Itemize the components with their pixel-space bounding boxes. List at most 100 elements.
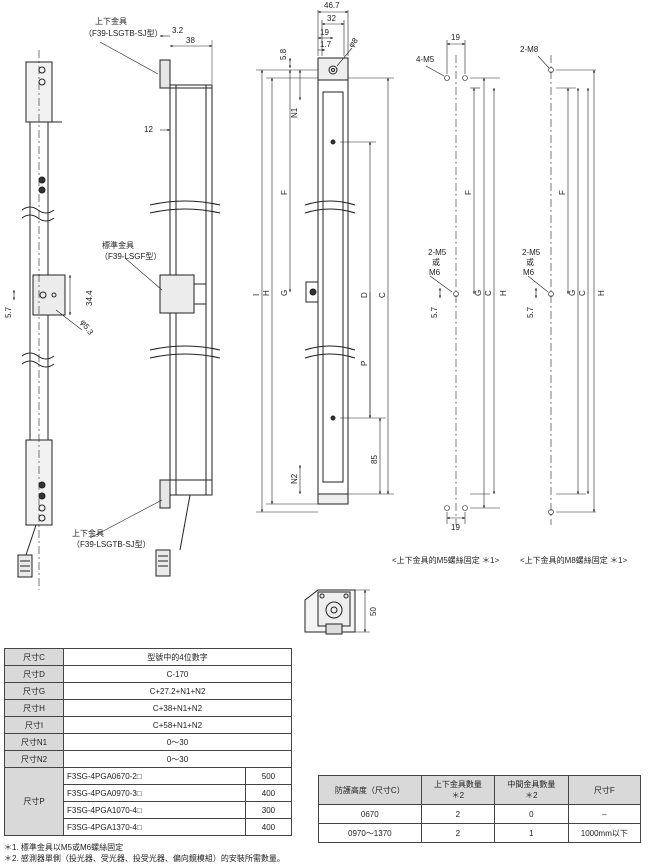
m8-dim-h: H xyxy=(597,290,606,296)
table-row: 尺寸N1 0～30 xyxy=(4,733,292,751)
table-row: 尺寸N2 0～30 xyxy=(4,750,292,768)
dim-g: G xyxy=(280,290,289,296)
cell: 2 xyxy=(420,804,496,824)
dim-85: 85 xyxy=(370,455,379,464)
dim-h: H xyxy=(262,290,271,296)
caption-m5-fix: <上下金具的M5螺絲固定 ＊1> xyxy=(392,555,499,565)
dim-34-4: 34.4 xyxy=(85,290,94,306)
table-header-row: 防護高度（尺寸C） 上下金具數量 ＊2 中間金具數量 ＊2 尺寸F xyxy=(318,775,642,805)
bottom-bracket-model: （F39-LSGTB-SJ型） xyxy=(72,540,151,549)
table-row: F3SG-4PGA1370-4□ 400 xyxy=(5,818,293,836)
table-row: 尺寸P F3SG-4PGA0670-2□ 500 xyxy=(4,767,293,836)
table-row: 尺寸G C+27.2+N1+N2 xyxy=(4,682,292,700)
table-row: 尺寸I C+58+N1+N2 xyxy=(4,716,292,734)
m8-or-b: 或 xyxy=(526,257,534,267)
m8-fix-view xyxy=(527,55,596,525)
dim-p: P xyxy=(360,361,369,366)
m5-or-a: 或 xyxy=(432,257,440,267)
p-model: F3SG-4PGA1070-4□ xyxy=(63,801,246,819)
m5-dim-g: G xyxy=(474,290,483,296)
m5-dim-f: F xyxy=(464,190,473,195)
m8-or-m6-b: 2-M5 xyxy=(522,248,541,257)
p-model: F3SG-4PGA1370-4□ xyxy=(63,818,246,836)
row-label: 尺寸G xyxy=(4,682,64,700)
table-row: 尺寸D C-170 xyxy=(4,665,292,683)
table-row: F3SG-4PGA0970-3□ 400 xyxy=(5,784,293,802)
p-model: F3SG-4PGA0670-2□ xyxy=(63,767,246,785)
cell: 0670 xyxy=(318,804,422,824)
m5-dim-5-7: 5.7 xyxy=(430,306,439,318)
m5-dim-h: H xyxy=(499,290,508,296)
dim-d: D xyxy=(360,292,369,298)
dim-n1: N1 xyxy=(290,107,299,118)
dim-12: 12 xyxy=(144,125,153,134)
dim-c: C xyxy=(378,292,387,298)
top-bracket-label: 上下金具 xyxy=(95,16,127,26)
dim-38: 38 xyxy=(186,36,195,45)
m8-m6-b: M6 xyxy=(523,268,535,277)
dim-32: 32 xyxy=(327,14,336,23)
m5-dim-c: C xyxy=(484,290,493,296)
p-value: 500 xyxy=(244,767,293,785)
m5-fix-view xyxy=(425,40,500,525)
cell: – xyxy=(567,804,642,824)
note-1: ＊1. 標準金具以M5或M6螺絲固定 xyxy=(4,843,124,852)
cell: 0 xyxy=(494,804,569,824)
m8-dim-f: F xyxy=(558,190,567,195)
cell: 1000mm以下 xyxy=(567,823,642,843)
header-top-bottom-qty: 上下金具數量 ＊2 xyxy=(420,775,496,805)
dim-3-2: 3.2 xyxy=(172,26,184,35)
m8-dim-c: C xyxy=(578,290,587,296)
m5-dim-19-top: 19 xyxy=(451,33,460,42)
row-label: 尺寸C xyxy=(4,648,64,666)
row-value: 0～30 xyxy=(63,750,292,768)
p-model: F3SG-4PGA0970-3□ xyxy=(63,784,246,802)
note-2: ＊2. 感測器單側（投光器、受光器、投受光器、偏向鏡模組）的安裝所需數量。 xyxy=(4,854,285,863)
std-bracket-label: 標準金具 xyxy=(102,240,134,250)
m8-holes-label: 2-M8 xyxy=(520,45,539,54)
front-view xyxy=(12,50,83,590)
m5-dim-19-bottom: 19 xyxy=(451,523,460,532)
p-value: 400 xyxy=(244,818,293,836)
dim-phi8: φ8 xyxy=(347,36,360,50)
end-view xyxy=(304,589,370,635)
caption-m8-fix: <上下金具的M8螺絲固定 ＊1> xyxy=(520,555,627,565)
cell: 2 xyxy=(420,823,496,843)
m5-or-m6-a: 2-M5 xyxy=(428,248,447,257)
bracket-quantity-table: 防護高度（尺寸C） 上下金具數量 ＊2 中間金具數量 ＊2 尺寸F 0670 2… xyxy=(318,775,642,843)
row-value: C+27.2+N1+N2 xyxy=(63,682,292,700)
dimension-table: 尺寸C 型號中的4位數字 尺寸D C-170 尺寸G C+27.2+N1+N2 … xyxy=(4,648,293,836)
dim-phi5-3: φ5.3 xyxy=(78,318,95,337)
row-value: C+38+N1+N2 xyxy=(63,699,292,717)
p-value: 300 xyxy=(244,801,293,819)
header-middle-qty: 中間金具數量 ＊2 xyxy=(494,775,569,805)
dim-5-8: 5.8 xyxy=(279,48,288,60)
cell: 1 xyxy=(494,823,569,843)
bottom-bracket-label: 上下金具 xyxy=(72,528,104,538)
dim-1-7: 1.7 xyxy=(320,40,332,49)
dim-46-7: 46.7 xyxy=(324,1,340,10)
row-label: 尺寸D xyxy=(4,665,64,683)
dim-n2: N2 xyxy=(290,473,299,484)
sensor-front-view xyxy=(304,57,356,505)
m5-holes-label: 4-M5 xyxy=(416,55,435,64)
side-view xyxy=(89,34,221,577)
row-value: 型號中的4位數字 xyxy=(63,648,292,666)
m8-dim-g: G xyxy=(568,290,577,296)
header-dim-f: 尺寸F xyxy=(567,775,642,805)
m8-dim-5-7: 5.7 xyxy=(526,306,535,318)
dim-5-7-front: 5.7 xyxy=(4,306,13,318)
table-row: 0970～1370 2 1 1000mm以下 xyxy=(318,823,642,843)
table-row: 尺寸H C+38+N1+N2 xyxy=(4,699,292,717)
dim-i: I xyxy=(252,294,261,296)
row-label: 尺寸N2 xyxy=(4,750,64,768)
std-bracket-model: （F39-LSGF型） xyxy=(100,252,161,261)
cell: 0970～1370 xyxy=(318,823,422,843)
row-label: 尺寸H xyxy=(4,699,64,717)
table-row: 尺寸C 型號中的4位數字 xyxy=(4,648,292,666)
row-value: C-170 xyxy=(63,665,292,683)
header-height: 防護高度（尺寸C） xyxy=(318,775,422,805)
row-label: 尺寸I xyxy=(4,716,64,734)
row-label: 尺寸N1 xyxy=(4,733,64,751)
row-value: 0～30 xyxy=(63,733,292,751)
